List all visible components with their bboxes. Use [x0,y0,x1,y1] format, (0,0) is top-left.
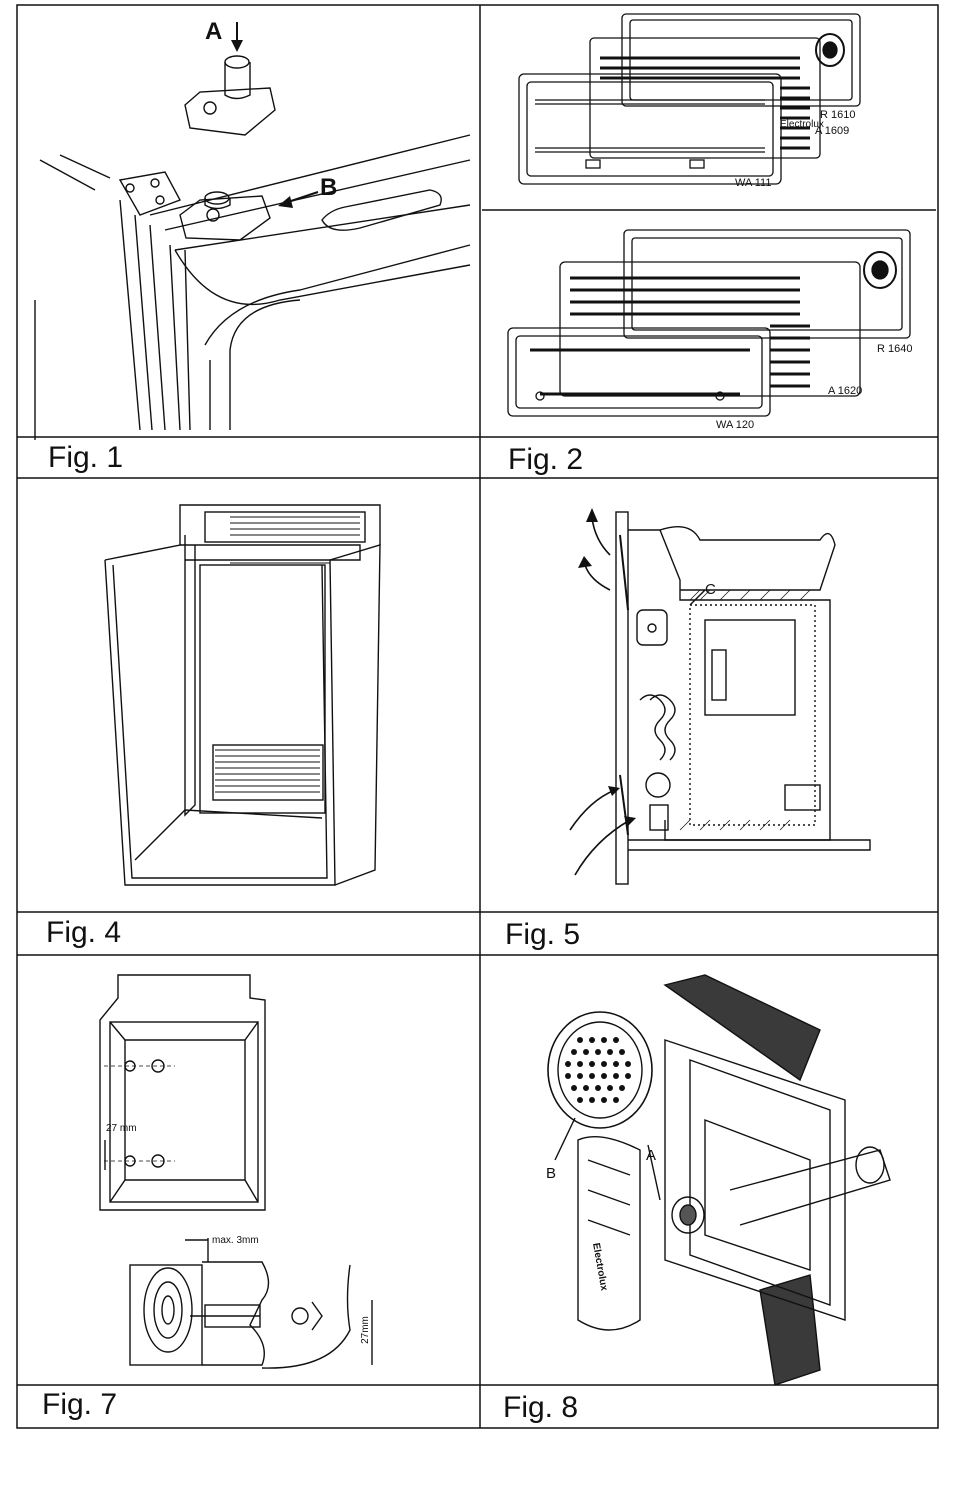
fig2-callout-r1640: R 1640 [877,343,913,355]
fig1-label: Fig. 1 [48,441,124,474]
fig8-callout-b: B [546,1165,557,1182]
fig1-callout-a: A [205,18,223,45]
fig2-callout-a1609: A 1609 [815,125,850,137]
fig2-callout-r1610: R 1610 [820,109,856,121]
fig8-label: Fig. 8 [503,1391,579,1424]
fig2-label: Fig. 2 [508,443,584,476]
fig4-label: Fig. 4 [46,916,122,949]
fig1-hinge-drawing [34,22,471,440]
fig7-callout-max3: max. 3mm [212,1235,259,1246]
fig7-label: Fig. 7 [42,1388,118,1421]
fig8-callout-a: A [646,1147,657,1164]
fig5-callout-c: C [705,581,716,598]
figure-grid [16,4,939,1429]
fig5-label: Fig. 5 [505,918,581,951]
fig7-callout-dim27a: 27 mm [106,1123,137,1134]
fig7-frame-drawing [99,974,373,1369]
fig2-brand-upper: Electrolux [780,119,824,130]
fig7-callout-dim27b: 27mm [359,1316,371,1344]
fig2-callout-wa111: WA 111 [735,177,772,189]
fig8-vent-drawing [547,974,891,1386]
fig2-callout-wa120: WA 120 [716,419,755,431]
fig5-section-drawing [569,508,871,885]
fig2-callout-a1620: A 1620 [828,385,863,397]
fig1-callout-b: B [320,174,338,201]
fig2-grilles-drawing [507,13,911,417]
fig4-cabinet-drawing [104,504,381,886]
